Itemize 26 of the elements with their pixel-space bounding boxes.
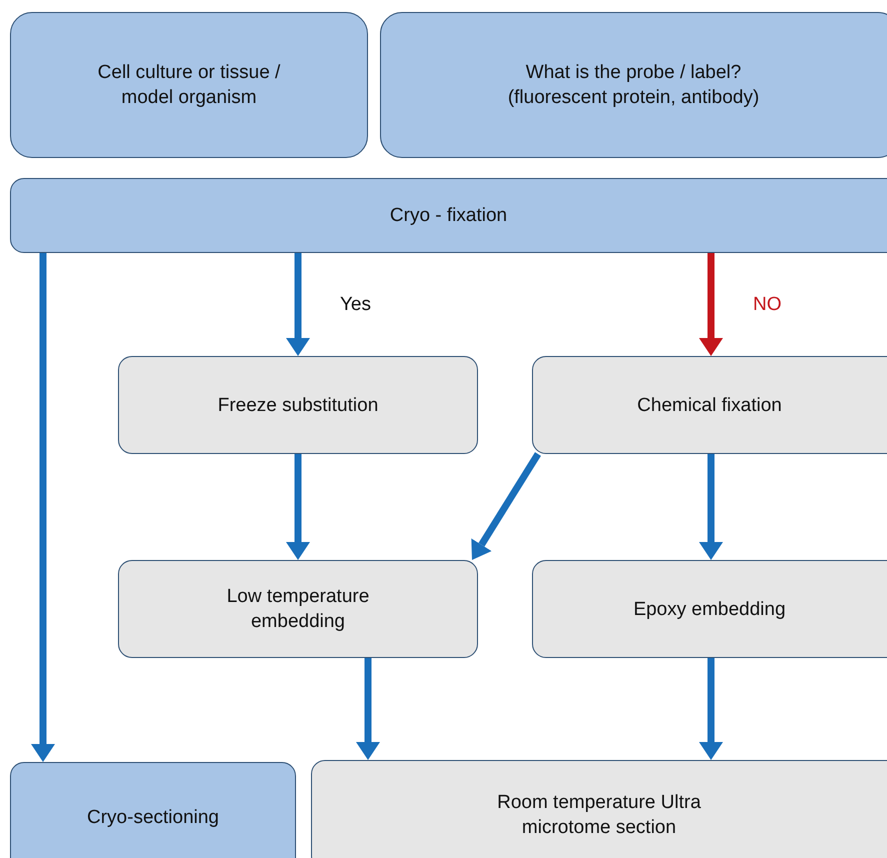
box-label: Epoxy embedding <box>633 598 786 622</box>
process-box <box>380 12 887 158</box>
arrow <box>699 253 723 356</box>
box-label: Cryo-sectioning <box>87 806 219 830</box>
arrow <box>31 253 55 762</box>
process-box <box>311 760 887 858</box>
box-label: Low temperature embedding <box>226 585 370 634</box>
box-label: Room temperature Ultra microtome section <box>496 791 702 840</box>
arrow <box>286 253 310 356</box>
process-box <box>118 356 478 454</box>
arrow <box>356 658 380 760</box>
process-box <box>532 560 887 658</box>
box-label: Cell culture or tissue / model organism <box>96 61 282 110</box>
process-box <box>10 12 368 158</box>
arrow <box>471 452 541 560</box>
box-label: What is the probe / label? (fluorescent protein, antibody) <box>506 61 760 110</box>
box-label: Chemical fixation <box>637 394 782 418</box>
box-label: Cryo - fixation <box>390 204 508 228</box>
process-box <box>532 356 887 454</box>
box-label: Freeze substitution <box>218 394 378 418</box>
arrow <box>286 454 310 560</box>
process-box <box>10 762 296 858</box>
process-box <box>118 560 478 658</box>
arrow <box>699 658 723 760</box>
arrow <box>699 454 723 560</box>
process-box <box>10 178 887 253</box>
